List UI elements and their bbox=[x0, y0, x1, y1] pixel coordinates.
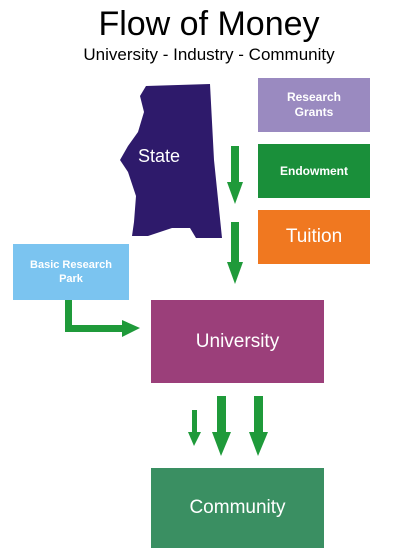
basic-research-park-label: Basic Research Park bbox=[30, 259, 112, 285]
arrow-university-community-right bbox=[249, 396, 268, 456]
endowment-box: Endowment bbox=[258, 144, 370, 198]
arrow-university-community-left bbox=[188, 410, 201, 446]
university-label: University bbox=[195, 330, 280, 352]
state-shape bbox=[120, 84, 222, 238]
tuition-label: Tuition bbox=[285, 226, 343, 247]
arrow-university-community-center bbox=[212, 396, 231, 456]
basic-research-park-box: Basic Research Park bbox=[13, 244, 129, 300]
state-label: State bbox=[138, 146, 181, 166]
arrow-park-to-university bbox=[65, 300, 140, 337]
research-grants-label: Research Grants bbox=[286, 90, 342, 119]
arrow-grants-down bbox=[227, 146, 243, 204]
tuition-box: Tuition bbox=[258, 210, 370, 264]
endowment-label: Endowment bbox=[280, 164, 348, 178]
university-box: University bbox=[151, 300, 324, 383]
diagram-subtitle: University - Industry - Community bbox=[83, 45, 335, 64]
arrow-tuition-down bbox=[227, 222, 243, 284]
community-label: Community bbox=[189, 497, 286, 518]
diagram-title: Flow of Money bbox=[98, 5, 320, 43]
community-box: Community bbox=[151, 468, 324, 548]
research-grants-box: Research Grants bbox=[258, 78, 370, 132]
arrows-group bbox=[65, 146, 268, 456]
